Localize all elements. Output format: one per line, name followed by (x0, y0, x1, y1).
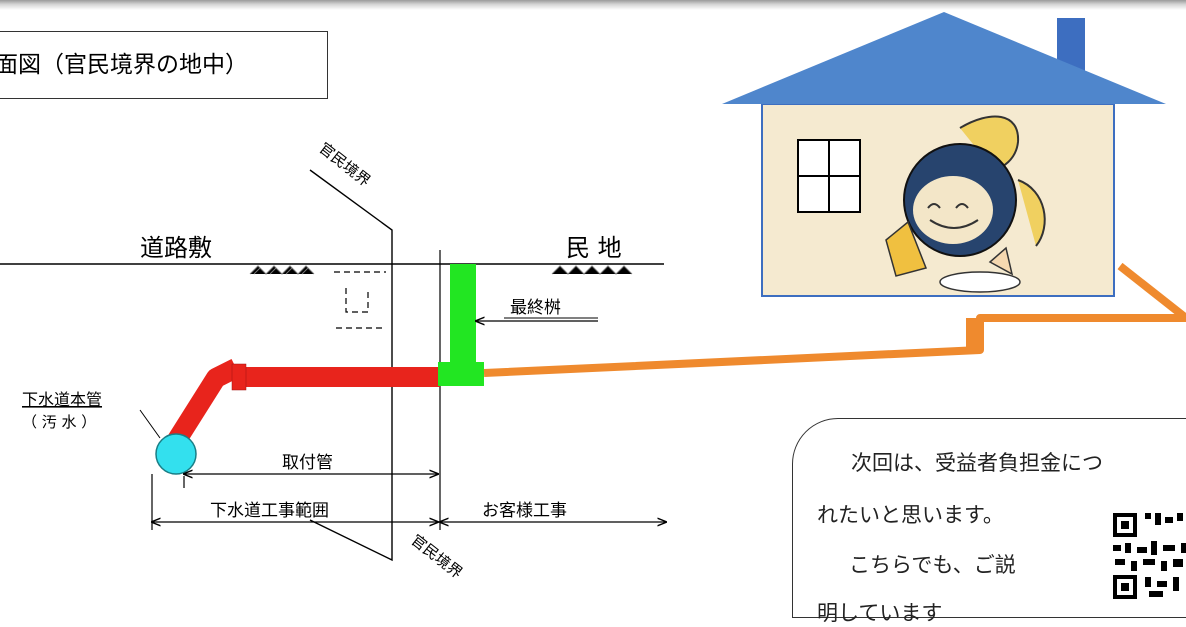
boundary-label-top: 官民境界 (316, 139, 374, 190)
road-hatch (249, 265, 315, 275)
callout-line-4: 明しています (817, 601, 943, 625)
road-label: 道路敷 (140, 234, 212, 262)
main-pipe-label-2: （ 汚 水 ） (22, 413, 96, 431)
house-roof (722, 12, 1166, 104)
private-drain (483, 314, 1186, 377)
main-pipe (155, 433, 197, 475)
road-structure (334, 271, 386, 329)
boundary-label-bottom: 官民境界 (408, 531, 466, 582)
private-drain-branch (1117, 262, 1186, 322)
qr-code-icon[interactable] (1111, 511, 1186, 601)
drain-riser (966, 318, 980, 352)
house (722, 12, 1166, 297)
callout-line-1: 次回は、受益者負担金につ (851, 451, 1103, 475)
callout-line-3: こちらでも、ご説 (849, 553, 1016, 577)
top-shadow (0, 0, 1186, 10)
private-hatch (551, 265, 633, 275)
main-pipe-leader (139, 409, 161, 439)
mascot-icon (885, 115, 1046, 293)
final-basin-label: 最終桝 (510, 298, 561, 318)
sewer-range-label: 下水道工事範囲 (210, 501, 329, 521)
sewer-diagram: 道路敷 民 地 官民境界 官民境界 最終桝 下水道本管 （ 汚 水 ） 取付管 … (0, 12, 1186, 582)
customer-work-label: お客様工事 (482, 501, 567, 521)
callout-line-2: れたいと思います。 (817, 503, 1004, 527)
service-pipe-label: 取付管 (282, 453, 333, 473)
main-pipe-label: 下水道本管 (22, 390, 102, 409)
boundary-line (309, 169, 393, 562)
private-label: 民 地 (566, 234, 622, 262)
final-basin-shape (438, 264, 484, 386)
next-time-callout: 次回は、受益者負担金につ れたいと思います。 こちらでも、ご説 明しています (792, 418, 1186, 625)
page-title: 面図（官民境界の地中） (0, 31, 328, 99)
window-icon (797, 139, 861, 213)
service-pipe (166, 359, 440, 449)
